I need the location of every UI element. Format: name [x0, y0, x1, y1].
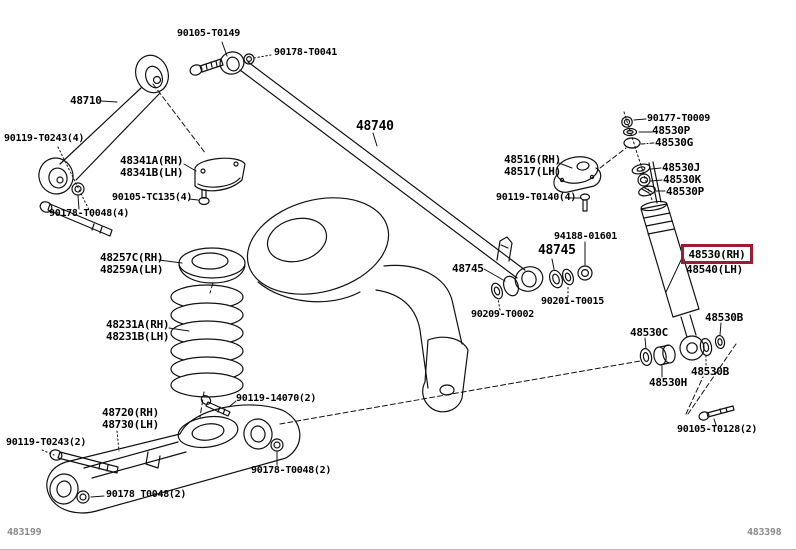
part-label-48530J[interactable]: 48530J [662, 161, 700, 174]
figure-number-left: 483199 [7, 527, 42, 538]
part-label-48257C[interactable]: 48257C(RH) [100, 251, 164, 264]
part-label-48259A[interactable]: 48259A(LH) [100, 263, 164, 276]
stack-axis-line [623, 111, 653, 201]
part-label-48530G[interactable]: 48530G [655, 136, 693, 149]
part-label-48516[interactable]: 48516(RH) [504, 153, 561, 166]
part-label-90201-T0015[interactable]: 90201-T0015 [541, 296, 604, 307]
bracket-48341-drawing [194, 157, 246, 206]
construction-lines [152, 83, 737, 425]
part-label-48540-LH[interactable]: 48540(LH) [686, 263, 743, 276]
part-label-48530B-upper[interactable]: 48530B [705, 311, 743, 324]
part-label-90178-T0048-2-right[interactable]: 90178-T0048(2) [251, 465, 332, 476]
nut-90178-T0048-4-drawing [71, 182, 85, 196]
part-label-90177-T0009[interactable]: 90177-T0009 [647, 113, 710, 124]
part-label-90119-T0243-4[interactable]: 90119-T0243(4) [4, 133, 85, 144]
part-label-48530-RH[interactable]: 48530(RH) [688, 247, 746, 261]
part-label-48720[interactable]: 48720(RH) [102, 406, 159, 419]
axle-housing-drawing [246, 197, 469, 413]
leader-lines [41, 41, 722, 498]
part-label-90119-14070[interactable]: 90119-14070(2) [236, 393, 317, 404]
part-label-48530H[interactable]: 48530H [649, 376, 687, 389]
upper-support-48516-drawing [553, 156, 602, 212]
bolt-90119-T0243-2-drawing [49, 449, 119, 474]
part-label-48530P-upper[interactable]: 48530P [652, 124, 690, 137]
part-label-48517[interactable]: 48517(LH) [504, 165, 561, 178]
part-label-94188-01601[interactable]: 94188-01601 [554, 231, 617, 242]
part-label-48730[interactable]: 48730(LH) [102, 418, 159, 431]
shock-absorber-drawing [640, 161, 705, 361]
part-label-48710[interactable]: 48710 [70, 94, 102, 107]
part-label-48231A[interactable]: 48231A(RH) [106, 318, 170, 331]
part-label-48341A[interactable]: 48341A(RH) [120, 154, 184, 167]
part-label-90119-T0243-2[interactable]: 90119-T0243(2) [6, 437, 87, 448]
part-label-48530B-lower[interactable]: 48530B [691, 365, 729, 378]
part-label-90178-T0048-4[interactable]: 90178-T0048(4) [49, 208, 130, 219]
part-label-48740[interactable]: 48740 [356, 119, 394, 134]
track-bar-48740-drawing [239, 61, 593, 300]
part-label-48530K[interactable]: 48530K [663, 173, 701, 186]
part-label-48530C[interactable]: 48530C [630, 326, 668, 339]
spring-seat-drawing [178, 247, 246, 284]
part-label-90178-T0048-2-bottom[interactable]: 90178 T0048(2) [106, 489, 187, 500]
bolt-90119-14070-drawing [200, 394, 231, 417]
coil-spring-drawing [170, 284, 244, 398]
bolt-90119-T0243-4-drawing [39, 201, 113, 237]
part-label-90105-T0128[interactable]: 90105-T0128(2) [677, 424, 758, 435]
part-label-90105-T0149[interactable]: 90105-T0149 [177, 28, 240, 39]
part-label-48341B[interactable]: 48341B(LH) [120, 166, 184, 179]
part-label-90105-TC135[interactable]: 90105-TC135(4) [112, 192, 193, 203]
highlighted-part-box[interactable]: 48530(RH) [681, 244, 753, 264]
part-label-90209-T0002[interactable]: 90209-T0002 [471, 309, 534, 320]
nut-90178-T0048-2-bottom-drawing [76, 490, 90, 504]
bolt-90105-T0128-drawing [698, 405, 735, 421]
bolt-90105-T0149-drawing [189, 51, 255, 76]
part-label-48530P-lower[interactable]: 48530P [666, 185, 704, 198]
part-label-48231B[interactable]: 48231B(LH) [106, 330, 170, 343]
lower-arm-48720-drawing [46, 404, 301, 514]
lower-mount-parts-drawing [639, 334, 726, 367]
figure-number-right: 483398 [747, 527, 782, 538]
part-label-48745-left[interactable]: 48745 [452, 262, 484, 275]
nut-90178-T0048-2-right-drawing [270, 438, 284, 452]
part-label-90119-T0140[interactable]: 90119-T0140(4) [496, 192, 577, 203]
part-label-48745-center[interactable]: 48745 [538, 243, 576, 258]
part-label-90178-T0041[interactable]: 90178-T0041 [274, 47, 337, 58]
